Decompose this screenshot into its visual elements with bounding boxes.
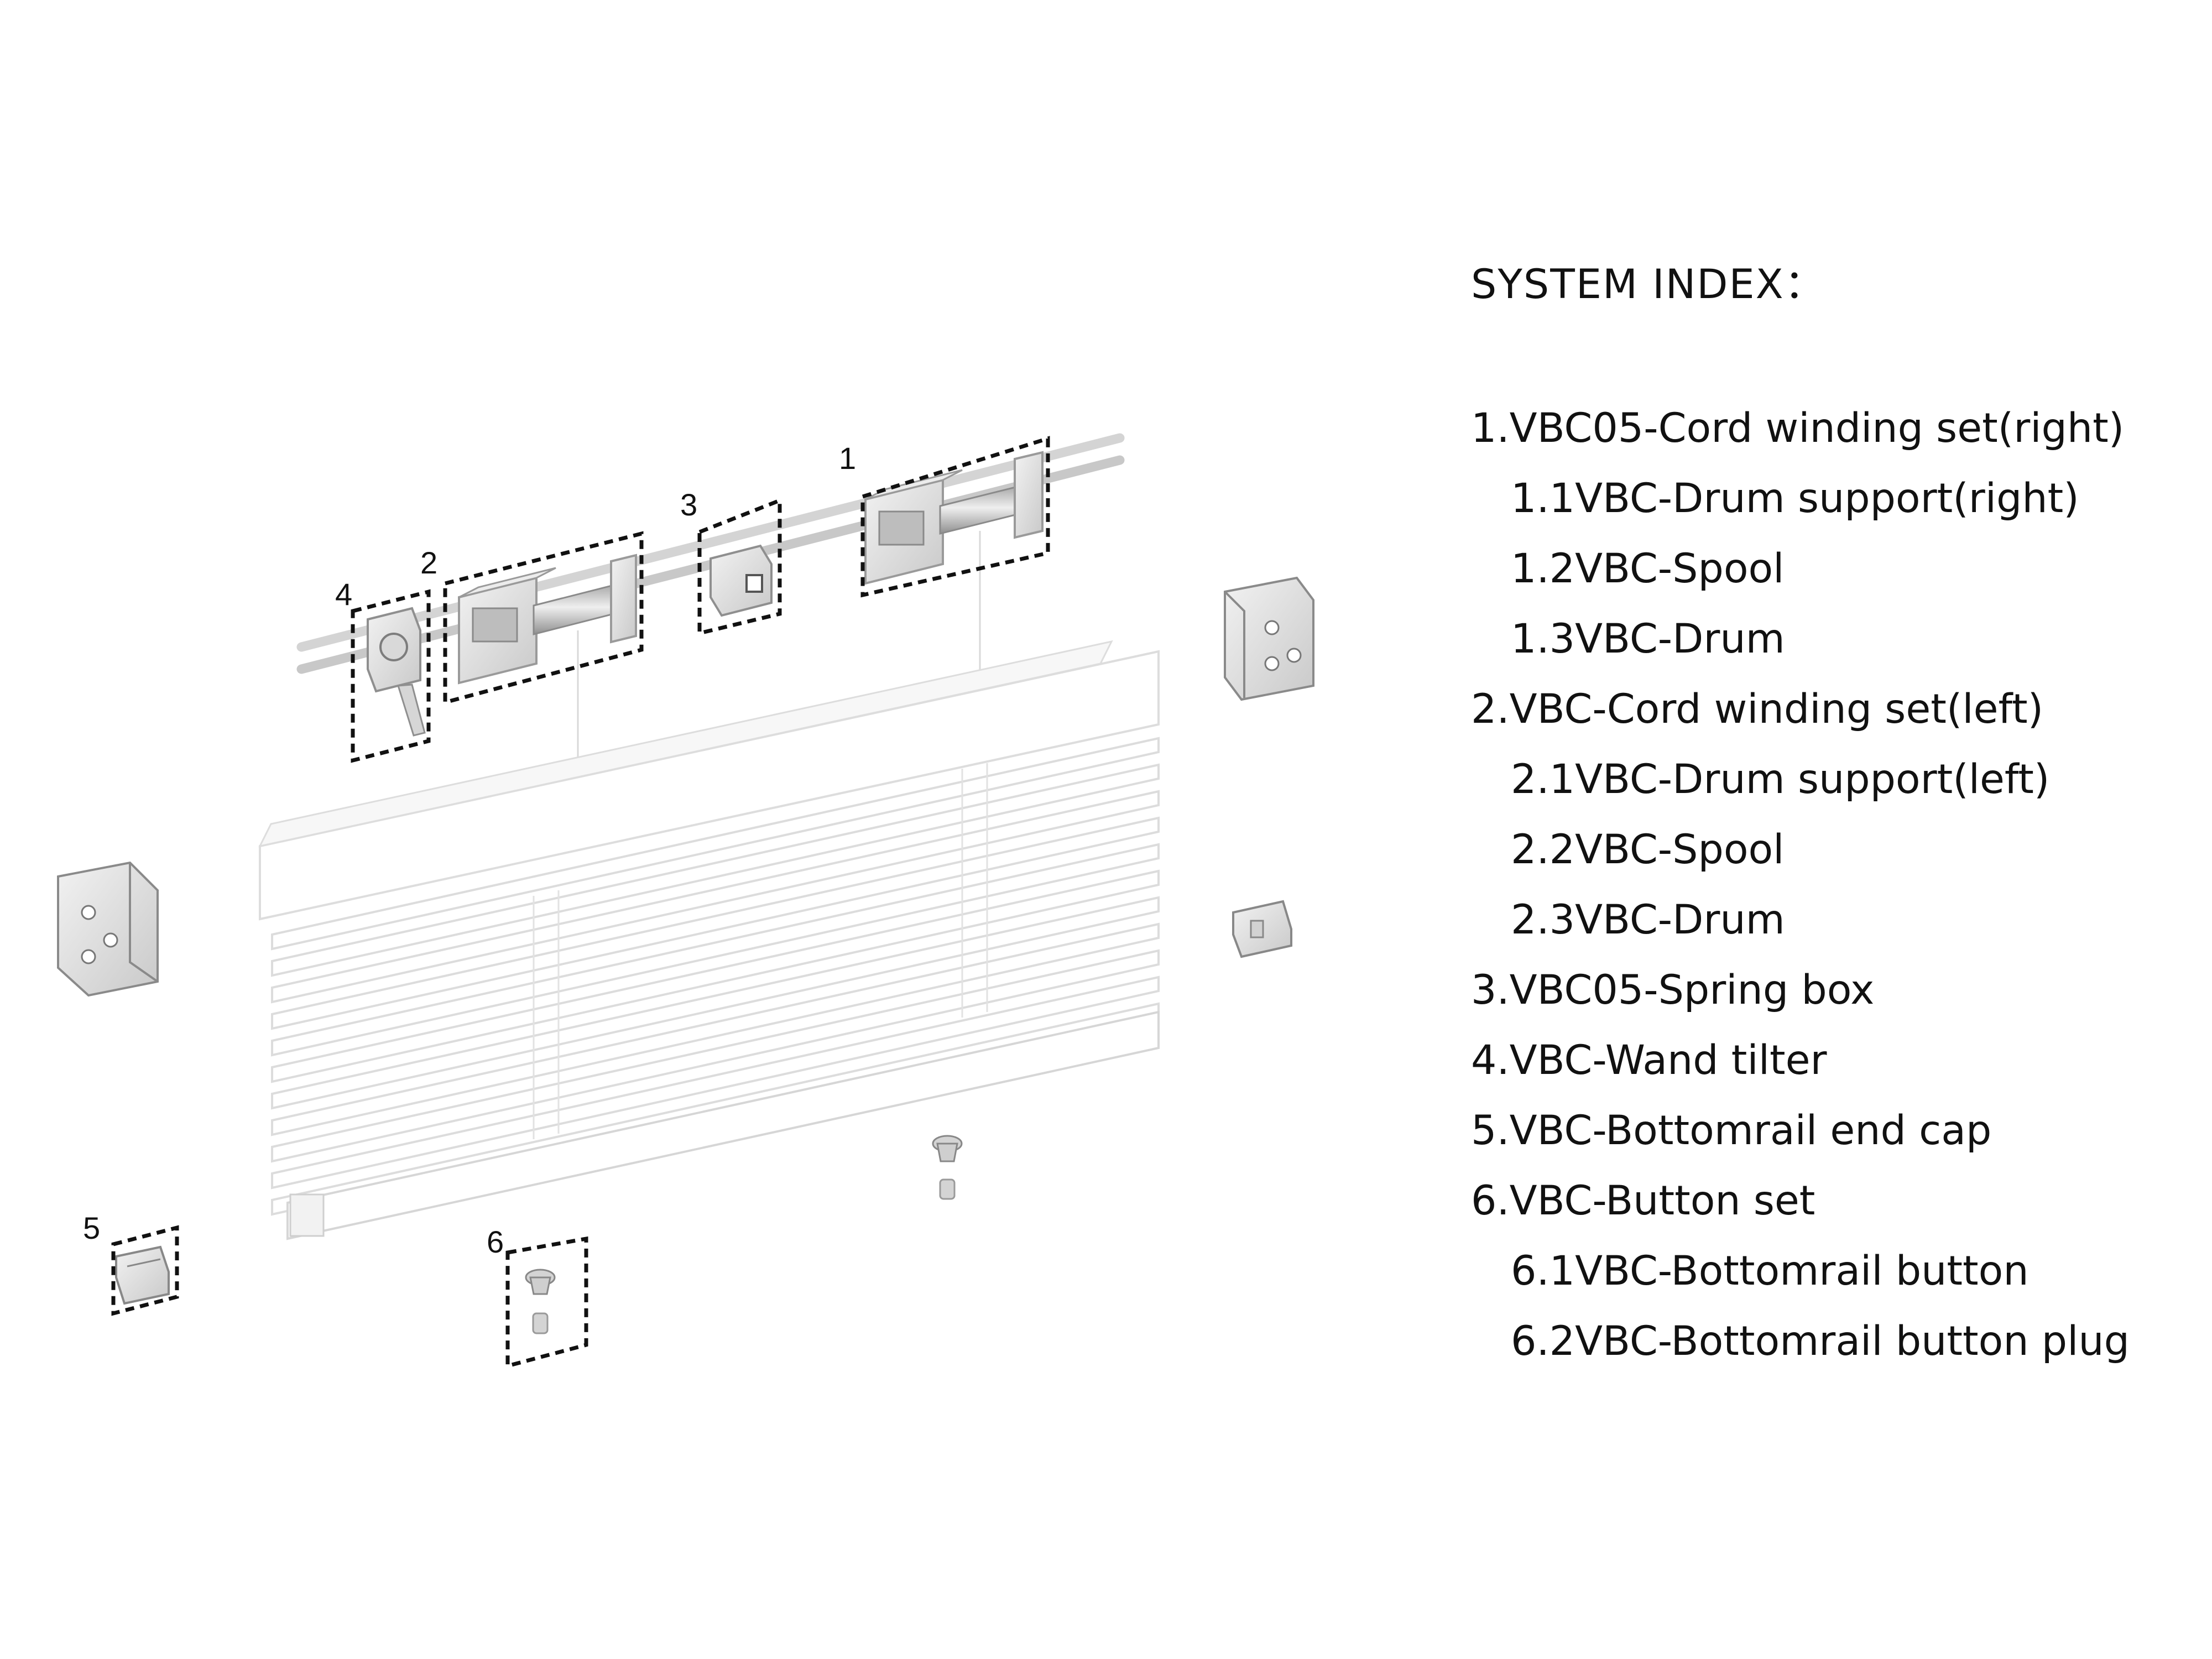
- system-index-item: 2.3VBC-Drum: [1511, 896, 1785, 943]
- callout-number-1: 1: [839, 441, 856, 476]
- system-index-list: 1.VBC05-Cord winding set(right) 1.1VBC-Dr…: [1471, 393, 2201, 1376]
- bottomrail-end-cap: [115, 1245, 170, 1305]
- loose-button-set: [932, 1135, 963, 1200]
- system-index-item: 1.1VBC-Drum support(right): [1511, 475, 2079, 522]
- callout-frame-1: [860, 436, 1050, 598]
- system-index-item: 2.VBC-Cord winding set(left): [1471, 686, 2044, 733]
- system-index-title: SYSTEM INDEX：: [1471, 261, 1826, 308]
- callout-number-5: 5: [83, 1211, 100, 1245]
- callout-frame-4: [351, 589, 431, 763]
- button-set: [525, 1269, 556, 1334]
- callout-frame-5: [111, 1225, 179, 1316]
- system-index-item: 1.VBC05-Cord winding set(right): [1471, 405, 2125, 452]
- valance-clip: [1232, 900, 1292, 958]
- system-index-item: 6.2VBC-Bottomrail button plug: [1511, 1318, 2130, 1365]
- callout-labels: 1 2 3 4 5 6: [83, 441, 856, 1259]
- wand-tilter: [367, 607, 426, 737]
- system-index-item: 6.1VBC-Bottomrail button: [1511, 1248, 2029, 1295]
- drum-assembly-left: [458, 554, 637, 774]
- system-index-item: 5.VBC-Bottomrail end cap: [1471, 1107, 1992, 1154]
- callout-number-6: 6: [487, 1224, 504, 1259]
- blind-body: [258, 640, 1160, 1240]
- callout-frame-2: [443, 531, 644, 705]
- spring-box: [709, 544, 773, 617]
- system-index: SYSTEM INDEX： 1.VBC05-Cord winding set(r…: [1471, 252, 2201, 1376]
- headrail-bracket-right: [1224, 576, 1314, 701]
- callout-frames: [111, 436, 1050, 1369]
- system-index-item: 1.3VBC-Drum: [1511, 615, 1785, 662]
- callout-frame-6: [505, 1236, 588, 1369]
- callout-number-4: 4: [335, 577, 352, 612]
- callout-number-3: 3: [680, 487, 697, 522]
- callout-number-2: 2: [420, 545, 437, 580]
- system-index-item: 4.VBC-Wand tilter: [1471, 1037, 1827, 1084]
- system-index-item: 2.2VBC-Spool: [1511, 826, 1785, 873]
- system-index-item: 3.VBC05-Spring box: [1471, 967, 1875, 1014]
- system-index-item: 2.1VBC-Drum support(left): [1511, 756, 2050, 803]
- system-index-item: 1.2VBC-Spool: [1511, 545, 1785, 592]
- callout-frame-3: [697, 497, 782, 636]
- drum-assembly-right: [864, 451, 1044, 675]
- system-index-item: 6.VBC-Button set: [1471, 1177, 1815, 1224]
- headrail-bracket-left: [57, 861, 159, 997]
